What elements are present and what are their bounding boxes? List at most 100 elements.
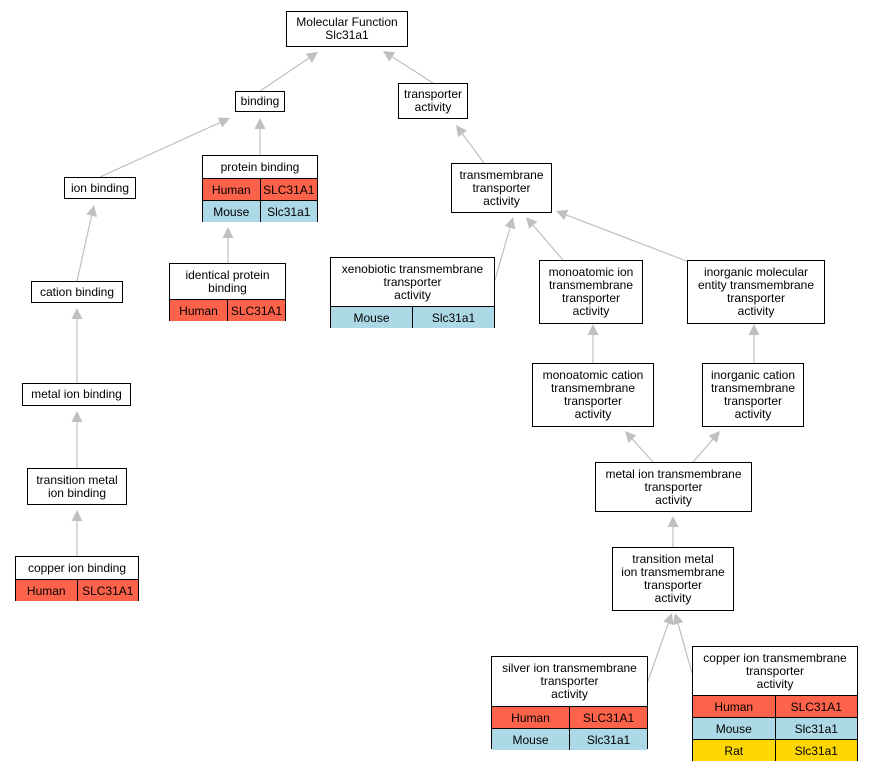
gene-symbol: Slc31a1 <box>774 740 858 761</box>
gene-symbol: SLC31A1 <box>774 696 858 717</box>
edge-arrowhead <box>672 613 684 626</box>
species-label: Mouse <box>715 721 752 736</box>
node-label: protein binding <box>220 159 300 174</box>
node-metal-ion-transmembrane-transporter-activity[interactable]: metal ion transmembrane transporter acti… <box>595 462 752 512</box>
edge-arrowhead <box>222 227 234 238</box>
node-label: copper ion transmembrane transporter act… <box>703 650 847 691</box>
species-label: Mouse <box>512 732 549 747</box>
edge-arrowhead <box>667 516 679 527</box>
species-label: Human <box>179 303 218 318</box>
node-label: metal ion transmembrane transporter acti… <box>605 466 742 507</box>
node-copper-ion-transmembrane-transporter-activity[interactable]: copper ion transmembrane transporter act… <box>692 646 858 761</box>
edge-line <box>647 623 669 682</box>
annotation-row-mouse: Mouse Slc31a1 <box>693 717 857 739</box>
annotation-row-mouse: Mouse Slc31a1 <box>331 306 494 328</box>
node-silver-ion-transmembrane-transporter-activity[interactable]: silver ion transmembrane transporter act… <box>491 656 648 750</box>
node-label: monoatomic cation transmembrane transpor… <box>542 368 644 421</box>
node-label: cation binding <box>39 284 115 299</box>
node-label: inorganic molecular entity transmembrane… <box>697 265 815 318</box>
gene-symbol: Slc31a1 <box>774 718 858 739</box>
annotation-row-rat: Rat Slc31a1 <box>693 739 857 761</box>
edge-arrowhead <box>625 431 637 443</box>
node-inorganic-molecular-entity-transmembrane-transporter-activity[interactable]: inorganic molecular entity transmembrane… <box>687 260 825 324</box>
edge-arrowhead <box>526 217 538 229</box>
node-label: transition metal ion binding <box>36 472 118 500</box>
node-transmembrane-transporter-activity[interactable]: transmembrane transporter activity <box>451 163 552 213</box>
node-label: monoatomic ion transmembrane transporter… <box>548 265 634 318</box>
edge-line <box>631 438 654 463</box>
edge-arrowhead <box>71 510 83 521</box>
gene-symbol: Slc31a1 <box>259 201 318 222</box>
node-label: ion binding <box>70 180 130 195</box>
gene-symbol: SLC31A1 <box>259 179 318 200</box>
annotation-row-mouse: Mouse Slc31a1 <box>203 200 317 222</box>
node-inorganic-cation-transmembrane-transporter-activity[interactable]: inorganic cation transmembrane transport… <box>702 363 804 427</box>
edge-line <box>566 214 690 263</box>
node-monoatomic-cation-transmembrane-transporter-activity[interactable]: monoatomic cation transmembrane transpor… <box>532 363 654 427</box>
species-label: Human <box>511 710 550 725</box>
node-copper-ion-binding[interactable]: copper ion binding Human SLC31A1 <box>15 556 139 601</box>
edge-line <box>76 215 93 282</box>
species-label: Mouse <box>353 310 390 325</box>
node-label: binding <box>240 94 280 108</box>
edge-line <box>99 121 221 178</box>
edge-arrowhead <box>383 51 396 62</box>
edge-line <box>259 57 310 92</box>
node-xenobiotic-transmembrane-transporter-activity[interactable]: xenobiotic transmembrane transporter act… <box>330 257 495 328</box>
node-transition-metal-ion-binding[interactable]: transition metal ion binding <box>27 468 127 505</box>
species-label: Rat <box>724 743 744 758</box>
edge-arrowhead <box>587 324 599 335</box>
node-ion-binding[interactable]: ion binding <box>64 177 136 199</box>
gene-symbol: Slc31a1 <box>569 729 647 750</box>
edge-arrowhead <box>456 125 467 138</box>
edge-arrowhead <box>748 324 760 335</box>
node-label: xenobiotic transmembrane transporter act… <box>341 261 484 302</box>
gene-symbol: SLC31A1 <box>569 707 647 728</box>
node-binding[interactable]: binding <box>235 91 285 112</box>
edge-line <box>494 227 511 281</box>
species-label: Human <box>26 583 66 598</box>
node-transporter-activity[interactable]: transporter activity <box>398 83 468 119</box>
edge-arrowhead <box>254 118 266 129</box>
edge-arrowhead <box>86 205 97 217</box>
node-label: silver ion transmembrane transporter act… <box>502 661 637 701</box>
gene-symbol: SLC31A1 <box>227 300 285 321</box>
edge-arrowhead <box>71 411 83 422</box>
node-protein-binding[interactable]: protein binding Human SLC31A1 Mouse Slc3… <box>202 155 318 222</box>
edge-arrowhead <box>305 52 318 63</box>
node-monoatomic-ion-transmembrane-transporter-activity[interactable]: monoatomic ion transmembrane transporter… <box>539 260 643 324</box>
node-transition-metal-ion-transmembrane-transporter-activity[interactable]: transition metal ion transmembrane trans… <box>612 547 734 611</box>
edge-line <box>462 133 485 164</box>
annotation-row-human: Human SLC31A1 <box>693 695 857 717</box>
edge-arrowhead <box>504 217 516 230</box>
annotation-row-mouse: Mouse Slc31a1 <box>492 728 647 750</box>
node-label: identical protein binding <box>185 267 270 295</box>
edge-arrowhead <box>663 613 674 626</box>
node-label: transition metal ion transmembrane trans… <box>621 552 725 605</box>
node-identical-protein-binding[interactable]: identical protein binding Human SLC31A1 <box>169 263 286 321</box>
annotation-row-human: Human SLC31A1 <box>203 178 317 200</box>
species-label: Human <box>714 699 754 714</box>
annotation-row-human: Human SLC31A1 <box>492 706 647 728</box>
species-label: Mouse <box>213 204 250 219</box>
node-label: transmembrane transporter activity <box>459 167 544 208</box>
node-metal-ion-binding[interactable]: metal ion binding <box>22 383 131 406</box>
annotation-row-human: Human SLC31A1 <box>170 299 285 321</box>
edge-arrowhead <box>556 209 569 221</box>
node-label: metal ion binding <box>31 387 122 401</box>
node-label: copper ion binding <box>27 560 127 575</box>
node-molecular-function-root[interactable]: Molecular Function Slc31a1 <box>286 11 408 47</box>
node-label: Molecular Function Slc31a1 <box>296 15 398 42</box>
node-cation-binding[interactable]: cation binding <box>31 281 123 303</box>
edge-line <box>692 438 714 463</box>
edge-line <box>532 224 564 261</box>
edge-line <box>677 623 693 674</box>
species-label: Human <box>211 182 251 197</box>
edge-line <box>391 56 434 84</box>
edge-arrowhead <box>71 308 83 319</box>
node-label: transporter activity <box>403 87 463 114</box>
annotation-row-human: Human SLC31A1 <box>16 579 138 601</box>
edge-arrowhead <box>217 117 230 128</box>
node-label: inorganic cation transmembrane transport… <box>710 368 796 421</box>
